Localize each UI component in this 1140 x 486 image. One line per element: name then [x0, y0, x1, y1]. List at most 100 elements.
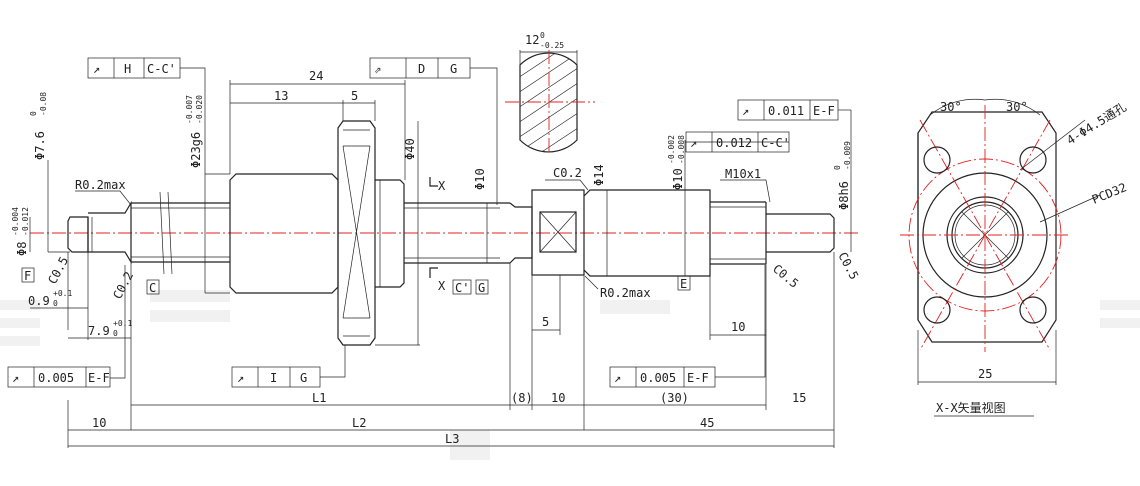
svg-text:G: G: [450, 62, 457, 76]
dim-phi8: Φ8 -0.004 -0.012: [11, 207, 30, 256]
dim-phi40: Φ40: [403, 138, 417, 160]
chamfer-c02-left: C0.2: [110, 269, 136, 301]
svg-text:0.012: 0.012: [716, 136, 752, 150]
section-mark-bottom: X: [438, 279, 446, 293]
svg-text:Φ8: Φ8: [15, 242, 29, 256]
svg-text:Φ10: Φ10: [671, 168, 685, 190]
frame-mid: ↗ 0.005 E-F: [609, 366, 716, 388]
dim-10-thread: 10: [731, 320, 745, 334]
svg-text:-0.002: -0.002: [667, 135, 676, 164]
datum-e: E: [680, 277, 687, 291]
dim-10-hex: 10: [551, 391, 565, 405]
dim-0-9: 0.9 +0.1 0: [28, 289, 72, 308]
radius-bottom: R0.2max: [600, 286, 651, 300]
svg-text:G: G: [300, 371, 307, 385]
svg-text:-0.25: -0.25: [540, 41, 564, 50]
dim-L2: L2: [352, 416, 366, 430]
svg-text:-0.009: -0.009: [843, 141, 852, 170]
svg-text:H: H: [124, 62, 131, 76]
svg-text:Φ23g6: Φ23g6: [189, 132, 203, 168]
svg-text:0.9: 0.9: [28, 294, 50, 308]
frame-cc: ↗ 0.012 C-C': [685, 131, 790, 153]
svg-text:Φ7.6: Φ7.6: [33, 131, 47, 160]
datum-f: F: [24, 269, 31, 283]
svg-text:12: 12: [525, 33, 539, 47]
dimension-text: 24 13 5 Φ40 Φ10 Φ14 C0.2 R0.2max R0.2max…: [11, 31, 861, 446]
svg-text:↗: ↗: [237, 371, 244, 385]
svg-text:0: 0: [53, 299, 58, 308]
radius-top: R0.2max: [75, 178, 126, 192]
svg-text:-0.008: -0.008: [677, 135, 686, 164]
svg-text:+0.1: +0.1: [113, 319, 132, 328]
pcd-note: PCD32: [1090, 180, 1129, 207]
dim-L3: L3: [445, 432, 459, 446]
svg-text:-0.08: -0.08: [39, 92, 48, 116]
thread-m10: M10x1: [725, 167, 761, 181]
svg-text:E-F: E-F: [88, 371, 110, 385]
svg-text:↗: ↗: [614, 371, 621, 385]
chamfer-c05-right: C0.5: [770, 262, 801, 291]
svg-text:C-C': C-C': [761, 136, 790, 150]
dim-25: 25: [978, 367, 992, 381]
frame-symbol: ↗: [12, 371, 19, 385]
dim-phi7-6: Φ7.6 0 -0.08: [29, 92, 48, 160]
dim-phi10-mid: Φ10: [473, 168, 487, 190]
frame-d: ⇗ D G: [369, 57, 471, 79]
dim-7-9: 7.9 +0.1 0: [88, 319, 132, 338]
frame-left: ↗ 0.005 E-F: [7, 366, 111, 388]
frame-i: ↗ I G: [231, 366, 321, 388]
section-mark-top: X: [438, 179, 446, 193]
dim-5-hex: 5: [542, 315, 549, 329]
dim-30: (30): [660, 391, 689, 405]
end-view: 30° 30° 4-Φ4.5通孔 PCD32 25 X-X矢量视图: [900, 98, 1129, 417]
datum-c-prime: C': [455, 281, 469, 295]
dim-phi10-right: Φ10 -0.002 -0.008: [667, 135, 686, 190]
frame-ef: ↗ 0.011 E-F: [737, 99, 839, 121]
svg-text:C-C': C-C': [147, 62, 176, 76]
holes-note: 4-Φ4.5通孔: [1064, 100, 1129, 148]
datum-c: C: [149, 281, 156, 295]
svg-text:0.005: 0.005: [38, 371, 74, 385]
svg-text:⇗: ⇗: [374, 62, 381, 76]
dim-13: 13: [274, 89, 288, 103]
svg-text:↗: ↗: [93, 62, 100, 76]
dim-8: (8): [511, 391, 533, 405]
dim-phi23: Φ23g6 -0.007 -0.020: [185, 95, 204, 168]
dim-12: 12 0 -0.25: [525, 31, 564, 50]
svg-text:+0.1: +0.1: [53, 289, 72, 298]
section-caption: X-X矢量视图: [936, 400, 1006, 415]
svg-text:E-F: E-F: [687, 371, 709, 385]
svg-text:E-F: E-F: [813, 104, 835, 118]
dim-5: 5: [351, 89, 358, 103]
svg-text:0.005: 0.005: [640, 371, 676, 385]
flat-section-detail: [505, 50, 595, 155]
chamfer-c05-end: C0.5: [835, 250, 861, 282]
chamfer-c02: C0.2: [553, 166, 582, 180]
shaft: [30, 120, 860, 346]
svg-text:-0.004: -0.004: [11, 207, 20, 236]
angle-30-right: 30°: [1006, 100, 1028, 114]
dim-45: 45: [700, 416, 714, 430]
svg-text:0: 0: [540, 31, 545, 40]
svg-text:-0.020: -0.020: [195, 95, 204, 124]
svg-text:Φ8h6: Φ8h6: [837, 181, 851, 210]
dim-L1: L1: [312, 391, 326, 405]
chamfer-c05-left: C0.5: [45, 254, 71, 286]
svg-text:-0.012: -0.012: [21, 207, 30, 236]
angle-30-left: 30°: [940, 100, 962, 114]
dim-10-left: 10: [92, 416, 106, 430]
dimension-lines: [29, 67, 852, 448]
svg-text:0: 0: [29, 111, 38, 116]
svg-text:0: 0: [833, 165, 842, 170]
svg-text:↗: ↗: [690, 136, 697, 150]
datum-g: G: [478, 281, 485, 295]
svg-text:↗: ↗: [742, 104, 749, 118]
svg-text:0.011: 0.011: [768, 104, 804, 118]
datum-labels: F C C' G E X X: [21, 179, 691, 295]
watermark: [0, 290, 1140, 460]
dim-15: 15: [792, 391, 806, 405]
svg-text:-0.007: -0.007: [185, 95, 194, 124]
dim-phi14: Φ14: [592, 164, 606, 186]
frame-h: ↗ H C-C': [87, 57, 181, 79]
